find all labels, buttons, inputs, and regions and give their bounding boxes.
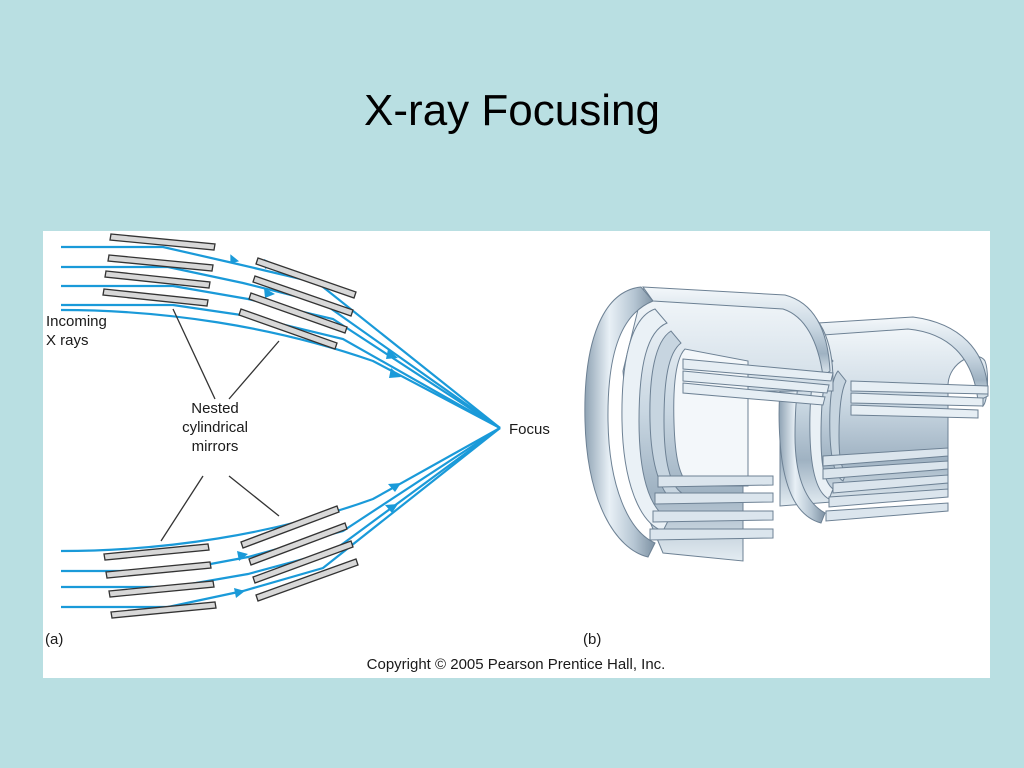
- front-fin: [657, 475, 774, 488]
- panel-b-illustration: (b): [583, 286, 989, 648]
- rear-top-fin: [850, 404, 979, 419]
- mirrors-label-line1: Nested: [191, 400, 239, 417]
- mirror: [107, 254, 214, 272]
- panel-a-label: (a): [45, 631, 63, 648]
- front-fin: [652, 510, 774, 523]
- upper-mirrors: [102, 233, 357, 350]
- lower-rays: [60, 427, 501, 609]
- arrowhead: [234, 588, 245, 598]
- mirror: [248, 292, 348, 334]
- arrowhead: [385, 504, 398, 513]
- mirror: [248, 522, 348, 566]
- rear-top-fin: [850, 392, 984, 407]
- ray: [61, 265, 501, 429]
- front-top-fin: [682, 358, 834, 382]
- pointer-line: [228, 475, 280, 517]
- ray: [61, 427, 501, 589]
- figure-panel: Incoming X rays Nested cylindrical mirro…: [43, 231, 990, 678]
- lower-arrowheads: [234, 483, 401, 598]
- mirror: [238, 308, 338, 350]
- rear-fin: [828, 488, 949, 508]
- mirrors-label-line3: mirrors: [192, 438, 239, 455]
- mirror: [102, 288, 209, 307]
- front-mirror-assembly: [584, 286, 834, 562]
- rear-fin: [822, 460, 949, 480]
- panel-b-label: (b): [583, 631, 601, 648]
- arrowhead: [237, 551, 248, 561]
- arrowhead: [264, 288, 275, 298]
- mirror: [110, 601, 217, 619]
- slide-title: X-ray Focusing: [364, 86, 660, 135]
- pointer-line: [228, 340, 280, 400]
- mirrors-label-line2: cylindrical: [182, 419, 248, 436]
- front-fin: [649, 528, 774, 541]
- mirror: [252, 275, 354, 317]
- pointer-line: [172, 308, 216, 400]
- front-fin: [654, 492, 774, 505]
- ray: [61, 427, 501, 609]
- incoming-label-line2: X rays: [46, 332, 89, 349]
- ray: [60, 427, 501, 553]
- panel-a-diagram: Incoming X rays Nested cylindrical mirro…: [45, 233, 550, 648]
- mirror: [104, 270, 211, 289]
- front-shell-face: [584, 286, 656, 558]
- front-top-fin: [682, 370, 830, 394]
- lower-mirrors: [103, 505, 359, 619]
- rear-fin: [822, 447, 949, 467]
- pointer-line: [160, 475, 204, 542]
- mirror: [252, 540, 354, 584]
- figure-svg: Incoming X rays Nested cylindrical mirro…: [45, 233, 989, 673]
- mirror: [109, 233, 216, 251]
- arrowhead: [386, 349, 398, 359]
- pointer-lines: [160, 308, 280, 542]
- mirror: [108, 580, 215, 598]
- copyright-notice: Copyright © 2005 Pearson Prentice Hall, …: [367, 656, 666, 673]
- arrowhead: [388, 483, 401, 492]
- front-top-fin: [682, 382, 826, 406]
- focus-label: Focus: [509, 421, 550, 438]
- rear-top-fin: [850, 380, 989, 395]
- mirror: [103, 543, 210, 561]
- upper-rays: [60, 245, 501, 429]
- arrowhead: [389, 368, 401, 378]
- incoming-label-line1: Incoming: [46, 313, 107, 330]
- rear-fin: [832, 474, 949, 494]
- mirror: [105, 561, 212, 579]
- ray: [61, 245, 501, 429]
- mirror: [255, 558, 359, 602]
- arrowhead: [230, 254, 240, 264]
- mirror: [240, 505, 340, 549]
- mirror: [255, 257, 357, 299]
- rear-fin: [825, 502, 949, 522]
- ray: [60, 308, 501, 429]
